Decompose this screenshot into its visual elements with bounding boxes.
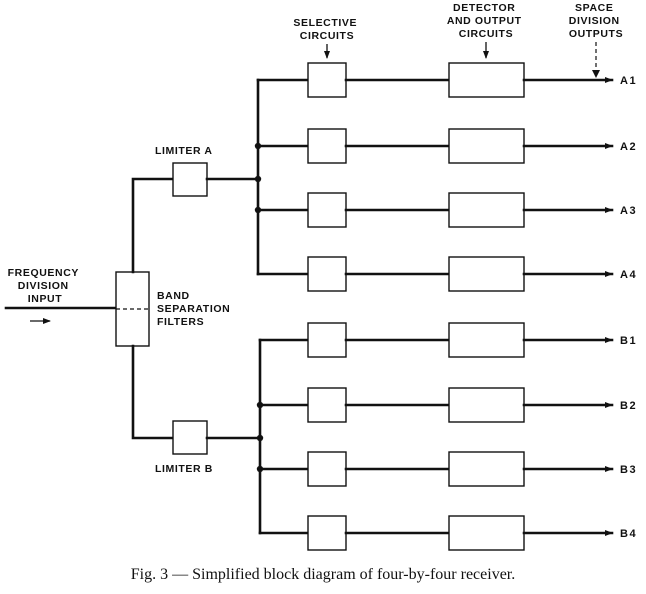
detector-output-box (448, 387, 525, 423)
block-diagram: A1 A2 A3 A4 (4, 2, 637, 551)
selective-circuits-label: SELECTIVE CIRCUITS (293, 17, 360, 42)
selective-circuit-box (307, 256, 347, 292)
output-label-a4: A4 (620, 269, 637, 281)
channel-a2: A2 (256, 128, 637, 164)
selective-circuit-box (307, 62, 347, 98)
selective-circuit-box (307, 128, 347, 164)
space-pointer-arrowhead (592, 70, 600, 78)
detector-output-label: DETECTOR AND OUTPUT CIRCUITS (447, 2, 525, 40)
channel-a1: A1 (256, 62, 637, 98)
channel-b4: B4 (258, 515, 637, 551)
channel-b2: B2 (258, 387, 637, 423)
output-label-b4: B4 (620, 528, 637, 540)
channel-b1: B1 (258, 322, 637, 358)
output-label-b2: B2 (620, 400, 637, 412)
detector-output-box (448, 451, 525, 487)
junction-dot (254, 175, 262, 183)
output-label-b1: B1 (620, 335, 637, 347)
channel-a3: A3 (256, 192, 637, 228)
feed-line-b (131, 344, 175, 440)
band-separation-filters-label: BAND SEPARATION FILTERS (157, 290, 234, 328)
detector-output-box (448, 128, 525, 164)
detector-output-box (448, 322, 525, 358)
output-label-a2: A2 (620, 141, 637, 153)
detector-output-box (448, 515, 525, 551)
limiter-a-label: LIMITER A (155, 145, 213, 157)
limiter-b-label: LIMITER B (155, 463, 213, 475)
output-label-a3: A3 (620, 205, 637, 217)
selective-circuit-box (307, 515, 347, 551)
channel-b3: B3 (258, 451, 637, 487)
limiter-b-box (172, 420, 208, 455)
detector-output-box (448, 256, 525, 292)
selective-circuit-box (307, 451, 347, 487)
selective-circuit-box (307, 322, 347, 358)
detector-output-box (448, 192, 525, 228)
selective-circuit-box (307, 192, 347, 228)
limiter-a-box (172, 162, 208, 197)
frequency-division-input-label: FREQUENCY DIVISION INPUT (8, 267, 83, 305)
space-division-label: SPACE DIVISION OUTPUTS (569, 2, 623, 40)
junction-dot (256, 434, 264, 442)
channel-a4: A4 (256, 256, 637, 292)
feed-line-a (131, 177, 175, 274)
output-label-a1: A1 (620, 75, 637, 87)
figure-caption: Fig. 3 — Simplified block diagram of fou… (130, 566, 516, 583)
detector-output-box (448, 62, 525, 98)
output-label-b3: B3 (620, 464, 637, 476)
selective-circuit-box (307, 387, 347, 423)
